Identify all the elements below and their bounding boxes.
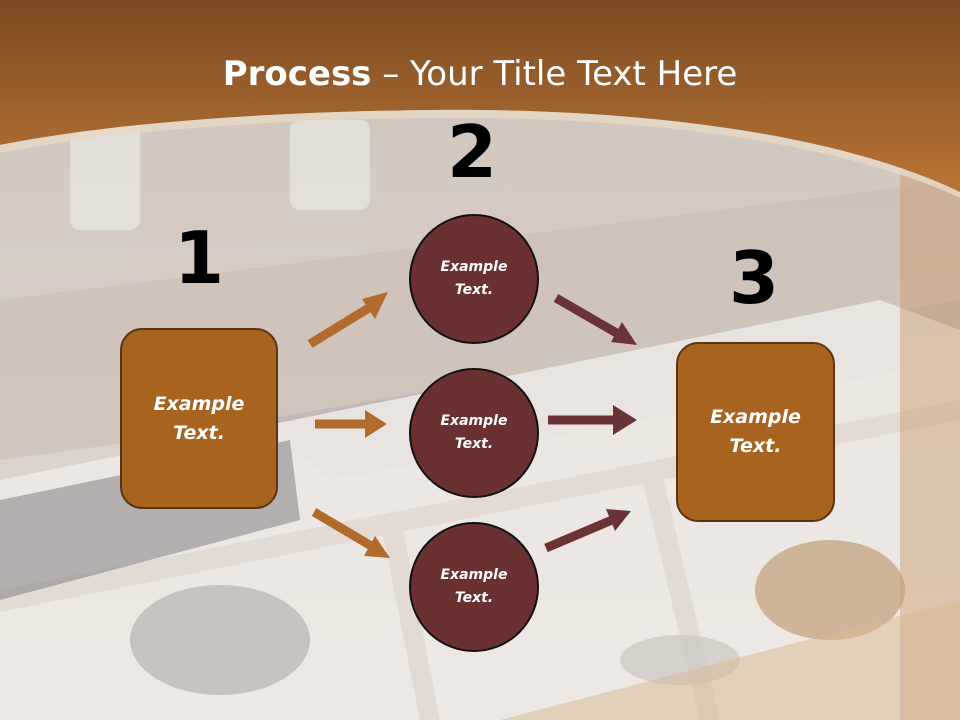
title-rest: – Your Title Text Here bbox=[371, 54, 738, 94]
arrow-from-middle-circle bbox=[548, 405, 637, 435]
circle-bottom-line1: Example bbox=[440, 567, 508, 583]
arrow-to-top-circle bbox=[307, 292, 388, 348]
step-3-box: Example Text. bbox=[676, 342, 835, 522]
circle-top: Example Text. bbox=[409, 214, 539, 344]
step-number-2: 2 bbox=[446, 110, 498, 194]
step-number-3: 3 bbox=[728, 236, 780, 320]
circle-middle-line2: Text. bbox=[454, 436, 494, 452]
arrow-to-middle-circle bbox=[315, 410, 387, 438]
step-1-box-line2: Text. bbox=[173, 421, 225, 444]
step-1-box: Example Text. bbox=[120, 328, 278, 509]
step-1-box-line1: Example bbox=[153, 392, 245, 415]
step-number-1: 1 bbox=[173, 216, 225, 300]
circle-bottom: Example Text. bbox=[409, 522, 539, 652]
step-3-box-line1: Example bbox=[710, 406, 801, 428]
arrow-from-top-circle bbox=[553, 294, 637, 345]
circle-middle: Example Text. bbox=[409, 368, 539, 498]
circle-top-line2: Text. bbox=[454, 282, 494, 298]
step-3-box-line2: Text. bbox=[729, 435, 782, 457]
circle-top-line1: Example bbox=[440, 259, 508, 275]
slide-title: Process – Your Title Text Here bbox=[0, 50, 960, 98]
title-bold: Process bbox=[222, 54, 372, 94]
circle-bottom-line2: Text. bbox=[454, 590, 494, 606]
circle-middle-line1: Example bbox=[440, 413, 508, 429]
arrow-from-bottom-circle bbox=[544, 509, 631, 553]
arrow-to-bottom-circle bbox=[311, 508, 390, 558]
